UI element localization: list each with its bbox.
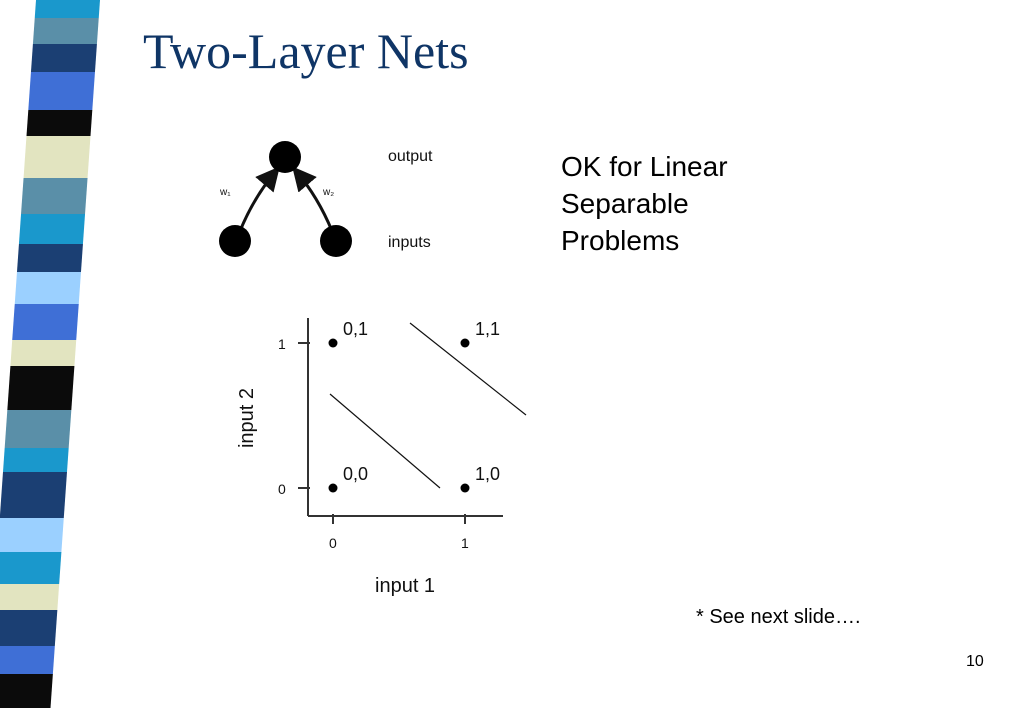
y-axis-label: input 2 [236,388,258,448]
right-connection-arrow [292,166,334,232]
data-point-label: 0,0 [343,464,368,484]
weight-right-label: w₂ [322,187,334,198]
output-node [269,141,301,173]
slide-title: Two-Layer Nets [143,23,469,79]
inputs-label: inputs [388,234,431,251]
x-tick-label: 1 [461,535,469,551]
bullet-line-3: Problems [561,225,680,256]
weight-left-label: w₁ [219,187,231,198]
data-point-1-0 [460,483,470,493]
bullet-text: OK for Linear Separable Problems [561,148,821,259]
decision-line-upper [409,322,527,416]
bullet-line-1: OK for Linear [561,151,728,182]
input-node-left [219,225,251,257]
output-label: output [388,148,433,165]
data-point-label: 0,1 [343,319,368,339]
input-space-plot: 0 1 0 1 0,1 1,1 0,0 1,0 input 1 input 2 [236,318,527,597]
data-point-1-1 [460,338,470,348]
page-number: 10 [966,653,984,670]
bullet-line-2: Separable [561,188,689,219]
y-tick-label: 0 [278,481,286,497]
data-point-0-1 [328,338,338,348]
x-tick-label: 0 [329,535,337,551]
data-point-0-0 [328,483,338,493]
decision-line-lower [329,393,441,489]
x-axis-label: input 1 [375,575,435,597]
input-node-right [320,225,352,257]
data-point-label: 1,1 [475,319,500,339]
y-tick-label: 1 [278,336,286,352]
left-connection-arrow [238,166,280,232]
footnote: * See next slide…. [696,606,861,628]
decorative-stripe-bar [0,0,100,708]
network-diagram: w₁ w₂ output inputs [219,141,433,257]
data-point-label: 1,0 [475,464,500,484]
